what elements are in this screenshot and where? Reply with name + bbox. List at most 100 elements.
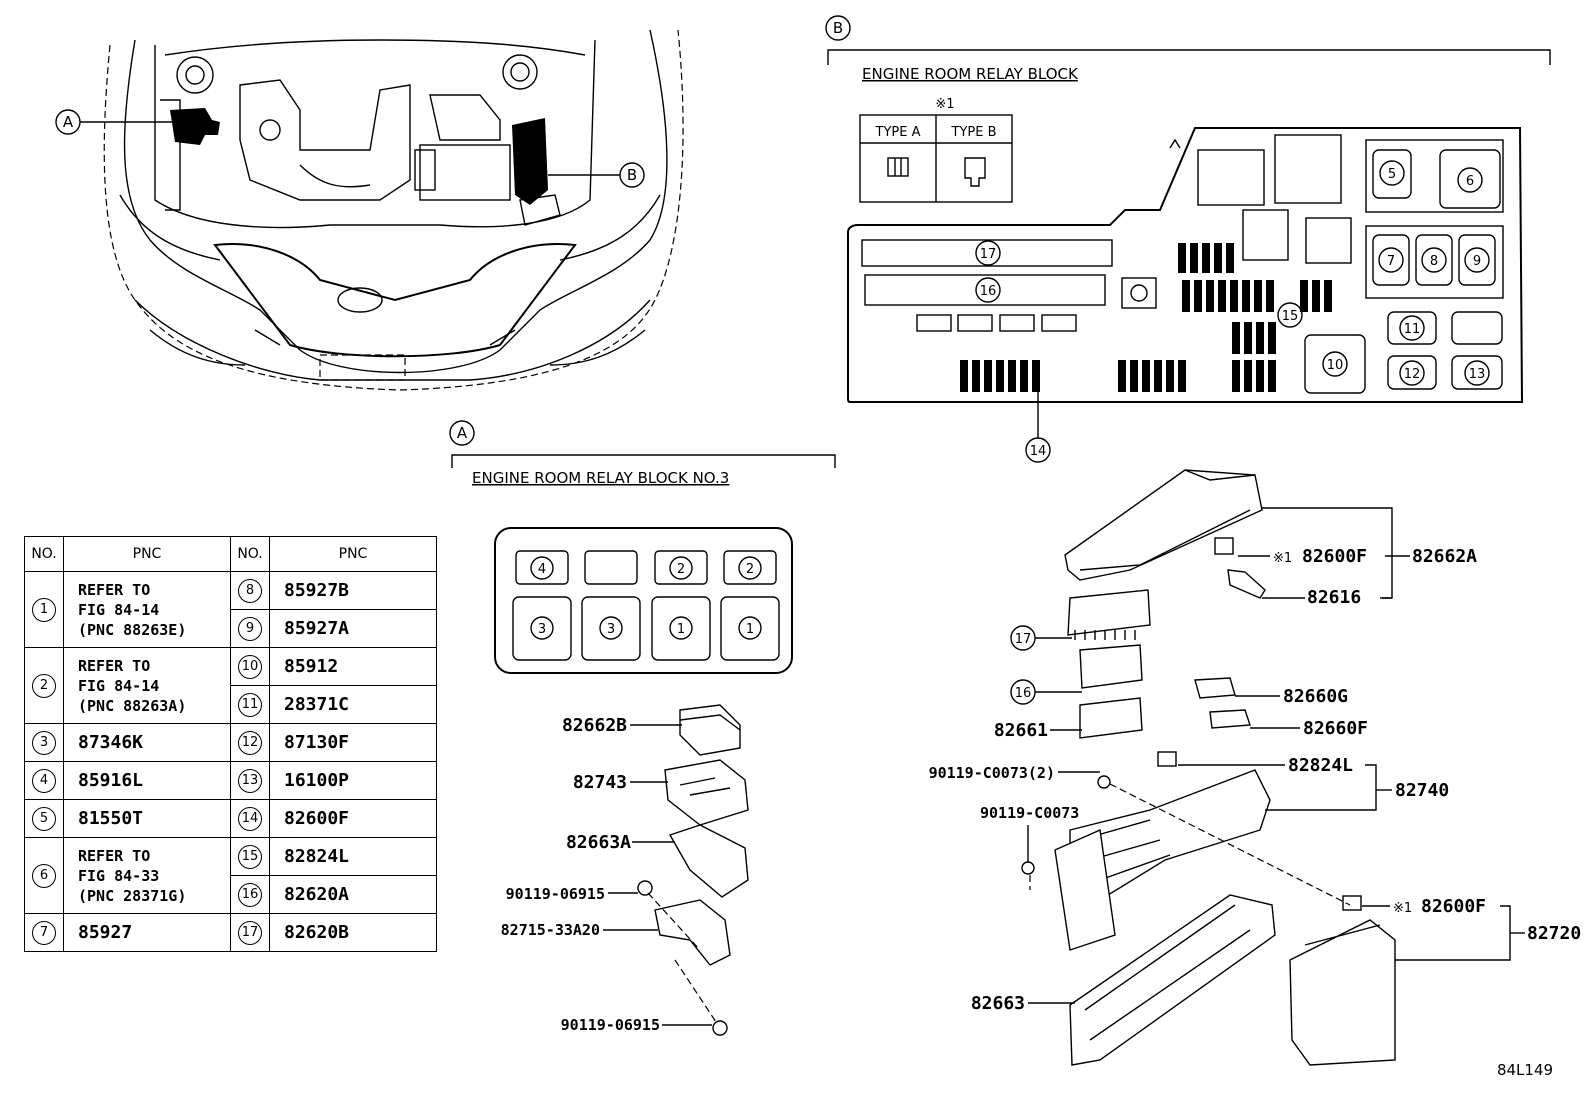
section-a-title: ENGINE ROOM RELAY BLOCK NO.3 (472, 469, 729, 487)
row-no-circle: 2 (32, 673, 56, 698)
table-header-no: NO. (24, 536, 64, 572)
part-82661: 82661 (994, 720, 1048, 741)
type-note-mark: ※1 (935, 97, 954, 112)
pos-7: 7 (1387, 254, 1395, 269)
no3-bottom-3: 1 (677, 622, 685, 637)
section-a-header: A ENGINE ROOM RELAY BLOCK NO.3 (449, 420, 836, 487)
relay-block-position-labels: 5 6 7 8 9 10 11 12 13 14 15 16 17 (975, 160, 1490, 463)
engine-bay-illustration (103, 29, 684, 391)
table-cell-pnc: 85927B (269, 571, 437, 610)
part-82600F-top: 82600F (1302, 546, 1367, 567)
table-header-pnc: PNC (63, 536, 231, 572)
pos-8: 8 (1430, 254, 1438, 269)
no3-top-3: 2 (677, 562, 685, 577)
row-no-circle: 5 (32, 806, 56, 831)
table-row: 5 81550T 14 82600F (24, 799, 437, 838)
type-b-label: TYPE B (951, 125, 997, 140)
no3-top-1: 4 (538, 562, 546, 577)
row-no-circle: 10 (238, 654, 262, 679)
pos-15: 15 (1282, 309, 1299, 324)
row-no-circle: 17 (238, 920, 262, 945)
callout-17: 17 (1015, 632, 1032, 647)
part-labels-a: 82662B 82743 82663A 90119-06915 82715-33… (501, 715, 712, 1034)
row-no-circle: 16 (238, 882, 262, 907)
part-82663: 82663 (971, 993, 1025, 1014)
no3-bottom-4: 1 (746, 622, 754, 637)
callout-b: B (548, 162, 645, 188)
part-82720: 82720 (1527, 923, 1581, 944)
exploded-parts-a (637, 704, 749, 1036)
pos-11: 11 (1404, 322, 1421, 337)
pos-10: 10 (1327, 358, 1344, 373)
row-no-circle: 7 (32, 920, 56, 945)
row-no-circle: 14 (238, 806, 262, 831)
section-a-callout: A (457, 424, 468, 442)
row-no-circle: 8 (238, 578, 262, 603)
type-a-label: TYPE A (875, 125, 921, 140)
row-no-circle: 4 (32, 768, 56, 793)
table-cell-pnc: 16100P (269, 761, 437, 800)
relay-block-no3-layout: 4 2 2 3 3 1 1 (494, 527, 793, 674)
table-row: 9 85927A (25, 609, 437, 648)
figure-code: 84L149 (1497, 1061, 1553, 1079)
table-cell-pnc: 85916L (63, 761, 231, 800)
table-row: 4 85916L 13 16100P (24, 761, 437, 800)
row-no-circle: 6 (32, 863, 56, 888)
part-82660F: 82660F (1303, 718, 1368, 739)
callout-a-label: A (63, 113, 74, 131)
fuse-type-legend: ※1 TYPE A TYPE B (859, 97, 1013, 203)
table-cell-pnc: 82600F (269, 799, 437, 838)
part-82824L: 82824L (1288, 755, 1353, 776)
pos-5: 5 (1388, 167, 1396, 182)
table-cell-pnc: 82620B (269, 913, 437, 952)
callout-b-label: B (627, 166, 637, 184)
exploded-parts-b (1021, 469, 1396, 1066)
pos-17: 17 (980, 247, 997, 262)
part-82740: 82740 (1395, 780, 1449, 801)
row-no-circle: 11 (238, 692, 262, 717)
row-no-circle: 13 (238, 768, 262, 793)
pos-12: 12 (1404, 367, 1421, 382)
pos-9: 9 (1473, 254, 1481, 269)
table-cell-pnc: 85912 (269, 647, 437, 686)
part-90119-06915-b: 90119-06915 (561, 1016, 660, 1034)
table-cell-pnc: 81550T (63, 799, 231, 838)
pos-14: 14 (1030, 444, 1047, 459)
table-cell-pnc: 87346K (63, 723, 231, 762)
row-no-circle: 12 (238, 730, 262, 755)
table-cell-pnc: 85927A (269, 609, 437, 648)
part-82663A: 82663A (566, 832, 631, 853)
table-cell-pnc: 82824L (269, 837, 437, 876)
table-cell-pnc: 28371C (269, 685, 437, 724)
part-82715-33A20: 82715-33A20 (501, 921, 600, 939)
section-b-title: ENGINE ROOM RELAY BLOCK (862, 65, 1079, 83)
section-b-callout: B (833, 19, 843, 37)
table-header-pnc-2: PNC (269, 536, 437, 572)
part-82600F-bottom: 82600F (1421, 896, 1486, 917)
fuse-strips (960, 243, 1332, 392)
pos-6: 6 (1466, 174, 1474, 189)
row-no-circle: 3 (32, 730, 56, 755)
part-82743: 82743 (573, 772, 627, 793)
row-no-circle: 15 (238, 844, 262, 869)
part-labels-b: ※1 82600F 82662A 82616 17 16 82660G 8266… (929, 507, 1581, 1014)
callout-a: A (55, 109, 175, 135)
no3-bottom-2: 3 (607, 622, 615, 637)
pos-16: 16 (980, 284, 997, 299)
pos-13: 13 (1469, 367, 1486, 382)
table-header-row: NO. PNC NO. PNC (24, 536, 437, 572)
part-90119-C0073-2: 90119-C0073(2) (929, 764, 1055, 782)
part-82660G: 82660G (1283, 686, 1348, 707)
part-82662B: 82662B (562, 715, 627, 736)
table-row: 7 85927 17 82620B (24, 913, 437, 952)
table-row: 3 87346K 12 87130F (24, 723, 437, 762)
note-mark-top: ※1 (1273, 551, 1292, 566)
row-no-circle: 9 (238, 616, 262, 641)
table-cell-pnc: 82620A (269, 875, 437, 914)
